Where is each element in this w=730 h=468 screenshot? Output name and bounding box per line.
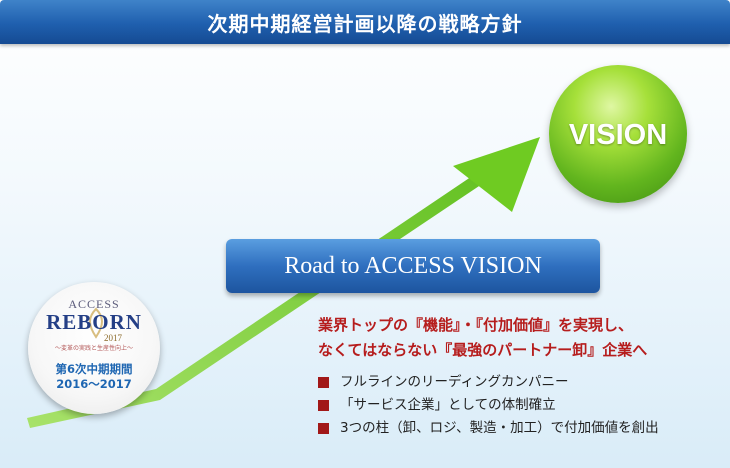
bullet-square-icon xyxy=(318,423,329,434)
list-item-text: 3つの柱（卸、ロジ、製造・加工）で付加価値を創出 xyxy=(340,420,659,436)
list-item-text: フルラインのリーディングカンパニー xyxy=(340,374,569,390)
vision-label: VISION xyxy=(568,118,668,151)
header-title: 次期中期経営計画以降の戦略方針 xyxy=(207,11,523,36)
road-banner: Road to ACCESS VISION xyxy=(226,239,600,293)
list-item: フルラインのリーディングカンパニー xyxy=(318,371,659,394)
header-bar: 次期中期経営計画以降の戦略方針 xyxy=(0,0,730,44)
badge-period: 第6次中期期間 xyxy=(55,362,133,376)
badge-access: ACCESS xyxy=(68,297,120,311)
ribbon-icon xyxy=(89,307,103,339)
badge-year: 2017 xyxy=(104,333,122,343)
badge-years: 2016～2017 xyxy=(56,377,132,391)
badge-tagline: ～変革の実践と生産性向上～ xyxy=(54,345,133,352)
list-item: 3つの柱（卸、ロジ、製造・加工）で付加価値を創出 xyxy=(318,417,659,440)
lead-line-1: 業界トップの『機能』・『付加価値』を実現し、 xyxy=(318,316,634,334)
strategy-list: フルラインのリーディングカンパニー 「サービス企業」としての体制確立 3つの柱（… xyxy=(318,371,659,440)
vision-circle: VISION xyxy=(549,65,687,203)
lead-line-2: なくてはならない『最強のパートナー卸』企業へ xyxy=(318,341,648,359)
arrow-head xyxy=(453,137,540,212)
badge-reborn: REBORN xyxy=(46,310,142,334)
road-banner-label: Road to ACCESS VISION xyxy=(284,252,542,279)
bullet-square-icon xyxy=(318,377,329,388)
list-item-text: 「サービス企業」としての体制確立 xyxy=(340,397,556,413)
access-reborn-badge: ACCESS REBORN 2017 ～変革の実践と生産性向上～ 第6次中期期間… xyxy=(28,282,160,414)
lead-text: 業界トップの『機能』・『付加価値』を実現し、 なくてはならない『最強のパートナー… xyxy=(318,313,718,363)
bullet-square-icon xyxy=(318,400,329,411)
list-item: 「サービス企業」としての体制確立 xyxy=(318,394,659,417)
